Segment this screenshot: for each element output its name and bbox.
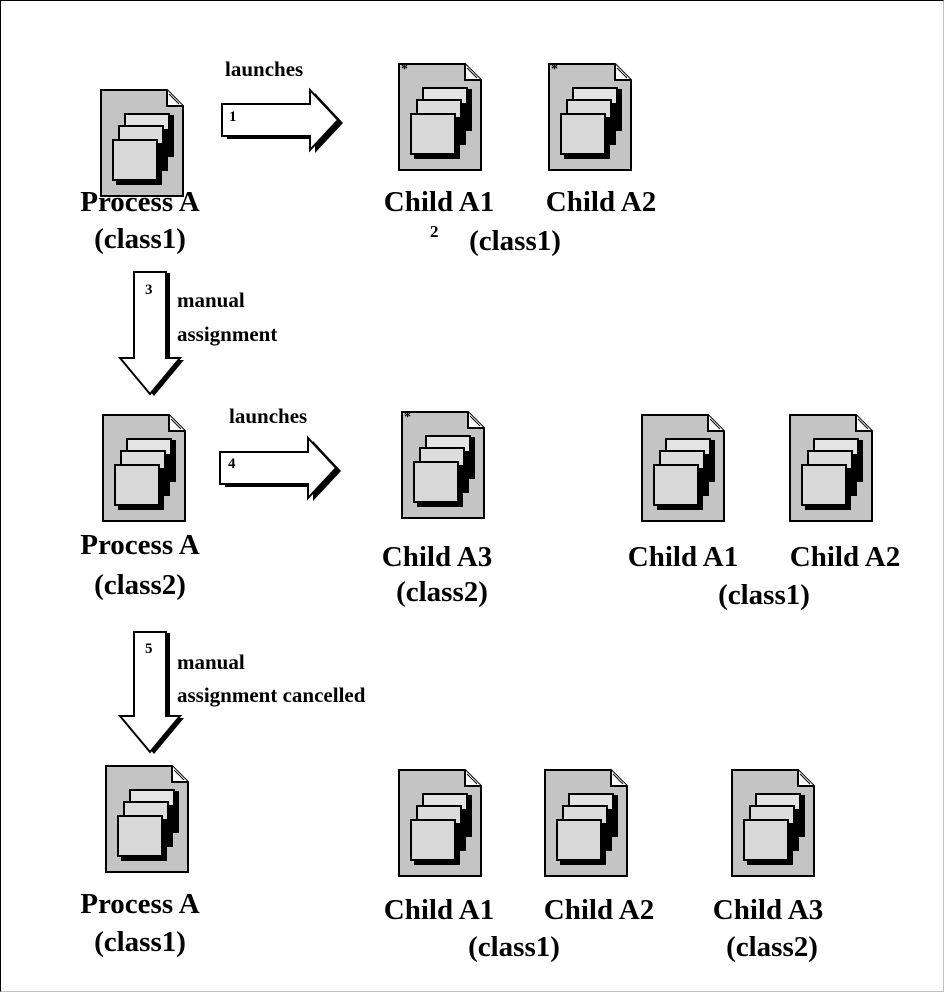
child-a3-row3-name: Child A3: [712, 894, 824, 926]
child-a3-row3-icon: [730, 768, 816, 878]
child-a2-row2-icon: [788, 413, 874, 523]
process-a-row1-name: Process A: [80, 186, 200, 218]
process-a-row3-name: Process A: [80, 888, 200, 920]
row3-children-class: (class1): [468, 931, 560, 963]
process-a-row1-icon: [99, 88, 185, 198]
child-a2-row3-name: Child A2: [543, 894, 655, 926]
step5-label-line1: manual: [177, 650, 245, 674]
child-a1-row1-name: Child A1: [383, 186, 495, 218]
step2-number: 2: [430, 222, 439, 241]
child-a3-row3-class: (class2): [726, 931, 818, 963]
step3-down-arrow: [118, 271, 184, 396]
child-a1-row1-marker: *: [401, 62, 408, 77]
child-a2-row3-icon: [543, 768, 629, 878]
step4-number: 4: [228, 456, 236, 472]
step1-right-arrow: [221, 87, 343, 153]
step5-label-line2: assignment cancelled: [177, 683, 366, 707]
process-a-row2-class: (class2): [94, 569, 186, 601]
child-a2-row1-marker: *: [551, 62, 558, 77]
child-a1-row1-icon: *: [397, 62, 483, 172]
step3-number: 3: [145, 282, 153, 298]
step5-number: 5: [145, 641, 153, 657]
row1-children-class: (class1): [469, 225, 561, 257]
step4-label: launches: [229, 404, 308, 428]
step1-number: 1: [229, 109, 237, 125]
step3-label-line1: manual: [177, 288, 245, 312]
child-a1-row2-name: Child A1: [627, 541, 739, 573]
step3-label-line2: assignment: [177, 322, 278, 346]
process-a-row1-class: (class1): [94, 223, 186, 255]
child-a2-row1-name: Child A2: [545, 186, 657, 218]
child-a2-row2-name: Child A2: [789, 541, 901, 573]
child-a3-row2-marker: *: [404, 410, 411, 425]
child-a3-row2-class: (class2): [396, 576, 488, 608]
step5-down-arrow: [118, 631, 184, 754]
process-a-row2-name: Process A: [80, 529, 200, 561]
child-a1-row2-icon: [640, 413, 726, 523]
child-a3-row2-icon: *: [400, 410, 486, 520]
step1-label: launches: [225, 57, 304, 81]
child-a2-row1-icon: *: [547, 62, 633, 172]
child-a1-row3-icon: [397, 768, 483, 878]
child-a3-row2-name: Child A3: [381, 541, 493, 573]
process-a-row3-icon: [104, 764, 190, 874]
process-a-row3-class: (class1): [94, 926, 186, 958]
step4-right-arrow: [219, 435, 341, 501]
process-a-row2-icon: [101, 413, 187, 523]
row2-children-class: (class1): [718, 579, 810, 611]
child-a1-row3-name: Child A1: [383, 894, 495, 926]
